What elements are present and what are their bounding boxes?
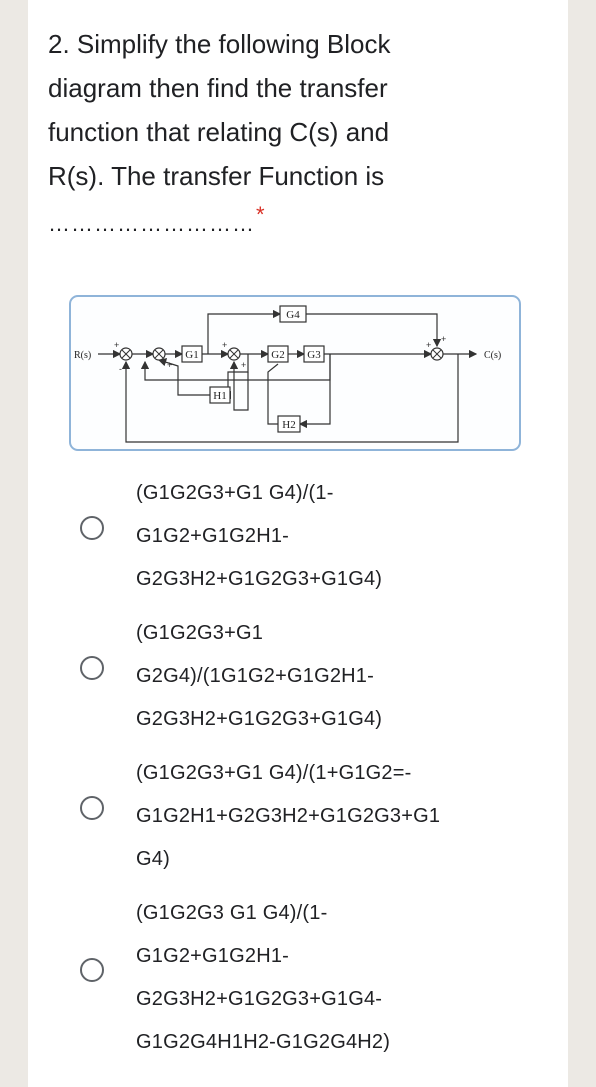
sign-label: + [426, 340, 431, 350]
radio-option-3[interactable] [80, 796, 104, 820]
option-2[interactable]: (G1G2G3+G1 G2G4)/(1G1G2+G1G2H1- G2G3H2+G… [48, 612, 548, 742]
option-3[interactable]: (G1G2G3+G1 G4)/(1+G1G2=- G1G2H1+G2G3H2+G… [48, 752, 548, 882]
block-label: H2 [282, 419, 295, 431]
option-line: G1G2H1+G2G3H2+G1G2G3+G1 [136, 805, 441, 827]
block-g4 [279, 305, 307, 323]
block-diagram: G1 G2 G3 G4 H1 H2 R(s) C(s) + - + + + + … [48, 292, 522, 456]
sign-label: + [114, 340, 119, 350]
question-line: diagram then find the transfer [48, 73, 388, 103]
radio-option-1[interactable] [80, 516, 104, 540]
question-line: function that relating C(s) and [48, 117, 390, 147]
question-title: 2. Simplify the following Block diagram … [48, 22, 498, 198]
option-line: (G1G2G3 G1 G4)/(1- [136, 902, 328, 924]
option-label: (G1G2G3 G1 G4)/(1- G1G2+G1G2H1- G2G3H2+G… [136, 892, 556, 1064]
option-1[interactable]: (G1G2G3+G1 G4)/(1- G1G2+G1G2H1- G2G3H2+G… [48, 472, 548, 602]
block-label: G3 [307, 349, 321, 361]
option-line: G2G3H2+G1G2G3+G1G4- [136, 988, 383, 1010]
block-h1 [209, 386, 231, 404]
block-label: G2 [271, 349, 284, 361]
block-label: G1 [185, 349, 198, 361]
question-line: R(s). The transfer Function is [48, 161, 385, 191]
question-card [28, 0, 568, 1087]
required-asterisk: * [256, 202, 265, 227]
option-label: (G1G2G3+G1 G2G4)/(1G1G2+G1G2H1- G2G3H2+G… [136, 612, 556, 741]
block-label: H1 [213, 390, 226, 402]
option-line: G1G2+G1G2H1- [136, 525, 290, 547]
option-line: G1G2G4H1H2-G1G2G4H2) [136, 1031, 391, 1053]
option-line: G4) [136, 848, 170, 870]
block-g2 [267, 345, 289, 363]
option-label: (G1G2G3+G1 G4)/(1- G1G2+G1G2H1- G2G3H2+G… [136, 472, 556, 601]
option-line: G1G2+G1G2H1- [136, 945, 290, 967]
option-line: (G1G2G3+G1 G4)/(1+G1G2=- [136, 762, 412, 784]
block-diagram-svg: G1 G2 G3 G4 H1 H2 R(s) C(s) + - + + + + … [69, 295, 521, 451]
option-4[interactable]: (G1G2G3 G1 G4)/(1- G1G2+G1G2H1- G2G3H2+G… [48, 892, 548, 1064]
question-line: 2. Simplify the following Block [48, 29, 391, 59]
sign-label: + [167, 360, 172, 370]
answer-blank-dots: ……………………… [48, 211, 255, 236]
sign-label: - [119, 364, 122, 374]
sign-label: + [241, 360, 246, 370]
option-line: G2G3H2+G1G2G3+G1G4) [136, 568, 383, 590]
block-h2 [277, 415, 301, 433]
block-label: G4 [286, 309, 300, 321]
option-label: (G1G2G3+G1 G4)/(1+G1G2=- G1G2H1+G2G3H2+G… [136, 752, 556, 881]
radio-option-4[interactable] [80, 958, 104, 982]
input-label: R(s) [74, 350, 91, 361]
radio-option-2[interactable] [80, 656, 104, 680]
option-line: G2G4)/(1G1G2+G1G2H1- [136, 665, 374, 687]
option-line: G2G3H2+G1G2G3+G1G4) [136, 708, 383, 730]
sign-label: + [441, 334, 446, 344]
output-label: C(s) [484, 350, 501, 361]
diagram-frame [69, 295, 521, 451]
block-g3 [303, 345, 325, 363]
sign-label: + [222, 340, 227, 350]
option-line: (G1G2G3+G1 [136, 622, 264, 644]
option-line: (G1G2G3+G1 G4)/(1- [136, 482, 334, 504]
block-g1 [181, 345, 203, 363]
